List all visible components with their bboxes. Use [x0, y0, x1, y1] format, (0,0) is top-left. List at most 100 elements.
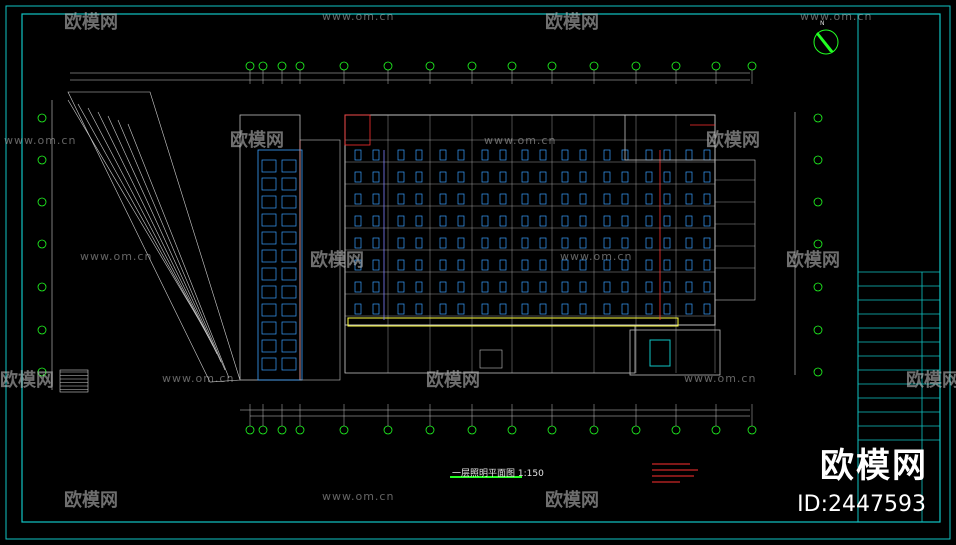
axis-bubble [813, 282, 823, 292]
light-fixture [521, 259, 529, 271]
brand-logo-text: 欧模网 [820, 446, 928, 486]
light-fixture [579, 281, 587, 293]
axis-bubble [37, 155, 47, 165]
light-fixture [439, 281, 447, 293]
core-room [281, 195, 297, 209]
axis-bubble [711, 425, 721, 435]
light-fixture [539, 215, 547, 227]
light-fixture [561, 171, 569, 183]
watermark-url-text: www.om.cn [80, 250, 153, 263]
light-fixture [579, 303, 587, 315]
core-room [281, 339, 297, 353]
watermark-logo-text: 欧模网 [64, 12, 118, 33]
title-block-rows [858, 271, 940, 522]
light-fixture [397, 259, 405, 271]
axis-grid-bubbles [37, 61, 823, 435]
hall-lower [344, 324, 636, 374]
light-fixture [499, 149, 507, 161]
light-fixture [415, 193, 423, 205]
light-fixture [439, 193, 447, 205]
watermark-url-text: www.om.cn [162, 372, 235, 385]
light-fixture [561, 259, 569, 271]
light-fixture [499, 237, 507, 249]
light-fixture [663, 303, 671, 315]
light-fixture [372, 259, 380, 271]
core-room [261, 285, 277, 299]
watermark-url-text: www.om.cn [800, 10, 873, 23]
light-fixture [457, 303, 465, 315]
light-fixture [603, 281, 611, 293]
axis-bubble [295, 425, 305, 435]
axis-bubble [425, 61, 435, 71]
watermark-url-text: www.om.cn [484, 134, 557, 147]
watermark-url-text: www.om.cn [684, 372, 757, 385]
watermark-url: www.om.cn [560, 250, 632, 263]
core-room [281, 213, 297, 227]
watermark-url: www.om.cn [322, 490, 394, 503]
core-room [261, 177, 277, 191]
light-fixture [457, 149, 465, 161]
light-fixture [621, 237, 629, 249]
core-room [261, 303, 277, 317]
axis-bubble [813, 367, 823, 377]
light-fixture [499, 303, 507, 315]
axis-bubble [631, 425, 641, 435]
light-fixture [457, 171, 465, 183]
light-fixture [603, 215, 611, 227]
annex-stair [649, 339, 671, 367]
light-fixture [685, 193, 693, 205]
light-fixture [372, 281, 380, 293]
light-fixture [603, 171, 611, 183]
light-fixture [703, 237, 711, 249]
light-fixture [415, 149, 423, 161]
svg-text:N: N [820, 20, 825, 27]
core-room [261, 249, 277, 263]
light-fixture [645, 303, 653, 315]
light-fixture [579, 193, 587, 205]
hall-room [344, 114, 371, 146]
light-fixture [685, 215, 693, 227]
axis-bubble [813, 325, 823, 335]
light-fixture [561, 193, 569, 205]
light-fixture [663, 281, 671, 293]
light-fixture [645, 149, 653, 161]
axis-bubble [813, 197, 823, 207]
watermark-logo-text: 欧模网 [426, 370, 480, 391]
light-fixture [481, 281, 489, 293]
watermark-logo: 欧模网 [906, 366, 956, 392]
light-fixture [703, 193, 711, 205]
light-fixture [481, 193, 489, 205]
light-fixture [645, 237, 653, 249]
light-fixture [521, 215, 529, 227]
axis-bubble [671, 425, 681, 435]
core-room [261, 231, 277, 245]
watermark-logo: 欧模网 [64, 486, 118, 512]
light-fixture [354, 171, 362, 183]
brand-logo: 欧模网 [820, 438, 928, 487]
axis-bubble [245, 61, 255, 71]
axis-bubble [258, 425, 268, 435]
light-fixture [621, 281, 629, 293]
service-core [239, 114, 341, 381]
watermark-logo-text: 欧模网 [906, 370, 956, 391]
axis-bubble [671, 61, 681, 71]
core-room [281, 159, 297, 173]
core-room [261, 339, 277, 353]
light-fixture [397, 193, 405, 205]
annex-side [714, 159, 756, 301]
light-fixture [415, 281, 423, 293]
axis-bubble [277, 425, 287, 435]
right-annex [624, 114, 756, 376]
light-fixture [645, 193, 653, 205]
brand-id-text: ID:2447593 [797, 492, 926, 517]
light-fixture [372, 193, 380, 205]
light-fixture [703, 171, 711, 183]
light-fixture [579, 171, 587, 183]
watermark-logo-text: 欧模网 [545, 12, 599, 33]
light-fixture [457, 193, 465, 205]
watermark-logo-text: 欧模网 [545, 490, 599, 511]
light-fixture [685, 171, 693, 183]
ramp-structure [59, 91, 241, 393]
drawing-title: 一层照明平面图 1:150 [452, 466, 544, 479]
